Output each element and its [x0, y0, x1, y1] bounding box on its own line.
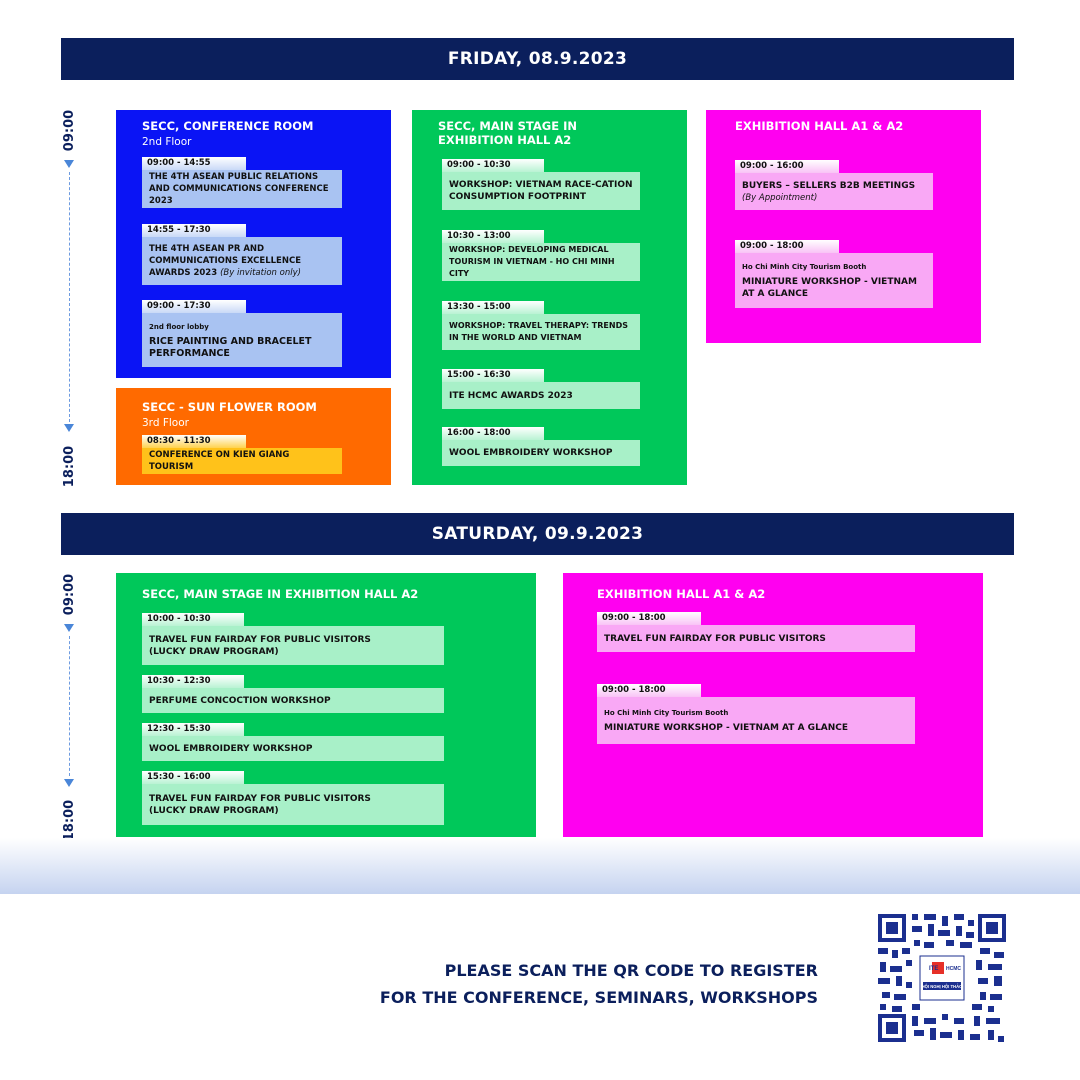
timeline-end-label: 18:00: [62, 799, 78, 841]
session-title: WORKSHOP: DEVELOPING MEDICAL TOURISM IN …: [449, 245, 615, 278]
cta-line-2: FOR THE CONFERENCE, SEMINARS, WORKSHOPS: [379, 988, 818, 1007]
session-title: WORKSHOP: TRAVEL THERAPY: TRENDS IN THE …: [449, 321, 628, 342]
qr-code-icon[interactable]: ITE HCMC HỘI NGHỊ HỘI THẢO: [876, 912, 1008, 1044]
session-location: Ho Chi Minh City Tourism Booth: [742, 263, 867, 271]
session-time: 15:00 - 16:30: [442, 369, 544, 382]
timeline-dashed-line: [69, 636, 70, 776]
session-title: CONFERENCE ON KIEN GIANG TOURISM: [149, 450, 290, 472]
session-card[interactable]: PERFUME CONCOCTION WORKSHOP: [142, 688, 444, 713]
session-card[interactable]: Ho Chi Minh City Tourism Booth MINIATURE…: [597, 697, 915, 744]
timeline-dashed-line: [69, 172, 70, 422]
session-location: 2nd floor lobby: [149, 322, 209, 331]
session-title: MINIATURE WORKSHOP - VIETNAM AT A GLANCE: [604, 723, 849, 733]
venue-exhibition-hall: EXHIBITION HALL A1 & A2 09:00 - 18:00 TR…: [563, 573, 983, 837]
day-header-saturday: SATURDAY, 09.9.2023: [61, 513, 1014, 555]
timeline-arrow-down-icon: [64, 624, 74, 632]
svg-text:HỘI NGHỊ HỘI THẢO: HỘI NGHỊ HỘI THẢO: [922, 984, 963, 989]
session-card[interactable]: WOOL EMBROIDERY WORKSHOP: [442, 440, 640, 466]
session-card[interactable]: ITE HCMC AWARDS 2023: [442, 382, 640, 409]
venue-title: SECC, MAIN STAGE IN EXHIBITION HALL A2: [142, 587, 419, 601]
timeline-arrow-down-icon: [64, 160, 74, 168]
register-cta: PLEASE SCAN THE QR CODE TO REGISTER FOR …: [380, 957, 818, 1011]
session-title-sub: (LUCKY DRAW PROGRAM): [149, 805, 279, 816]
session-time: 09:00 - 14:55: [142, 157, 246, 170]
session-time: 09:00 - 10:30: [442, 159, 544, 172]
timeline-arrow-down-icon: [64, 424, 74, 432]
venue-title: EXHIBITION HALL A1 & A2: [735, 119, 904, 133]
day-header-friday: FRIDAY, 08.9.2023: [61, 38, 1014, 80]
session-title: TRAVEL FUN FAIRDAY FOR PUBLIC VISITORS: [604, 633, 826, 644]
venue-title: SECC - SUN FLOWER ROOM: [142, 400, 317, 414]
session-time: 10:00 - 10:30: [142, 613, 244, 626]
session-time: 10:30 - 12:30: [142, 675, 244, 688]
session-card[interactable]: CONFERENCE ON KIEN GIANG TOURISM: [142, 448, 342, 474]
session-time: 13:30 - 15:00: [442, 301, 544, 314]
session-title: RICE PAINTING AND BRACELET PERFORMANCE: [149, 335, 312, 359]
venue-exhibition-hall: EXHIBITION HALL A1 & A2 09:00 - 16:00 BU…: [706, 110, 981, 343]
session-title: ITE HCMC AWARDS 2023: [449, 390, 573, 401]
session-title: TRAVEL FUN FAIRDAY FOR PUBLIC VISITORS: [149, 634, 371, 645]
session-card[interactable]: WORKSHOP: DEVELOPING MEDICAL TOURISM IN …: [442, 243, 640, 281]
session-card[interactable]: BUYERS – SELLERS B2B MEETINGS (By Appoin…: [735, 173, 933, 210]
venue-conference-room: SECC, CONFERENCE ROOM 2nd Floor 09:00 - …: [116, 110, 391, 378]
session-time: 08:30 - 11:30: [142, 435, 246, 448]
session-title: WOOL EMBROIDERY WORKSHOP: [449, 448, 613, 458]
session-title: TRAVEL FUN FAIRDAY FOR PUBLIC VISITORS: [149, 793, 371, 804]
session-card[interactable]: WORKSHOP: TRAVEL THERAPY: TRENDS IN THE …: [442, 314, 640, 350]
session-title: PERFUME CONCOCTION WORKSHOP: [149, 695, 331, 706]
session-card[interactable]: TRAVEL FUN FAIRDAY FOR PUBLIC VISITORS: [597, 625, 915, 652]
session-time: 12:30 - 15:30: [142, 723, 244, 736]
footer-gradient: [0, 838, 1080, 894]
session-time: 15:30 - 16:00: [142, 771, 244, 784]
timeline-arrow-down-icon: [64, 779, 74, 787]
timeline-day2: 09:00 18:00: [58, 572, 82, 840]
session-card[interactable]: WOOL EMBROIDERY WORKSHOP: [142, 736, 444, 761]
session-title: THE 4TH ASEAN PUBLIC RELATIONS AND COMMU…: [149, 172, 329, 206]
session-card[interactable]: WORKSHOP: VIETNAM RACE-CATION CONSUMPTIO…: [442, 172, 640, 210]
session-card[interactable]: THE 4TH ASEAN PR AND COMMUNICATIONS EXCE…: [142, 237, 342, 285]
venue-title: SECC, CONFERENCE ROOM: [142, 119, 314, 133]
session-card[interactable]: THE 4TH ASEAN PUBLIC RELATIONS AND COMMU…: [142, 170, 342, 208]
session-time: 09:00 - 18:00: [597, 684, 701, 697]
session-time: 09:00 - 18:00: [597, 612, 701, 625]
session-title: WORKSHOP: VIETNAM RACE-CATION CONSUMPTIO…: [449, 180, 633, 202]
session-time: 10:30 - 13:00: [442, 230, 544, 243]
session-note: (By Appointment): [742, 192, 818, 203]
venue-sun-flower-room: SECC - SUN FLOWER ROOM 3rd Floor 08:30 -…: [116, 388, 391, 485]
session-location: Ho Chi Minh City Tourism Booth: [604, 709, 729, 717]
venue-main-stage: SECC, MAIN STAGE IN EXHIBITION HALL A2 1…: [116, 573, 536, 837]
session-time: 14:55 - 17:30: [142, 224, 246, 237]
venue-title: EXHIBITION HALL A1 & A2: [597, 587, 766, 601]
timeline-start-label: 09:00: [62, 573, 78, 615]
session-title: BUYERS – SELLERS B2B MEETINGS: [742, 180, 916, 191]
session-title: WOOL EMBROIDERY WORKSHOP: [149, 743, 313, 754]
session-time: 09:00 - 17:30: [142, 300, 246, 313]
svg-text:HCMC: HCMC: [946, 966, 961, 972]
venue-title: SECC, MAIN STAGE IN EXHIBITION HALL A2: [438, 119, 577, 147]
timeline-start-label: 09:00: [62, 109, 78, 151]
session-time: 16:00 - 18:00: [442, 427, 544, 440]
session-time: 09:00 - 16:00: [735, 160, 839, 173]
venue-main-stage: SECC, MAIN STAGE IN EXHIBITION HALL A2 0…: [412, 110, 687, 485]
session-title: MINIATURE WORKSHOP - VIETNAM AT A GLANCE: [742, 277, 917, 299]
session-card[interactable]: TRAVEL FUN FAIRDAY FOR PUBLIC VISITORS (…: [142, 784, 444, 825]
session-card[interactable]: Ho Chi Minh City Tourism Booth MINIATURE…: [735, 253, 933, 308]
session-note: (By invitation only): [220, 268, 301, 278]
cta-line-1: PLEASE SCAN THE QR CODE TO REGISTER: [444, 961, 818, 980]
session-time: 09:00 - 18:00: [735, 240, 839, 253]
session-card[interactable]: TRAVEL FUN FAIRDAY FOR PUBLIC VISITORS (…: [142, 626, 444, 665]
session-title: THE 4TH ASEAN PR AND COMMUNICATIONS EXCE…: [149, 244, 301, 278]
timeline-day1: 09:00 18:00: [58, 108, 82, 488]
session-card[interactable]: 2nd floor lobby RICE PAINTING AND BRACEL…: [142, 313, 342, 367]
timeline-end-label: 18:00: [62, 445, 78, 487]
venue-subtitle: 2nd Floor: [142, 136, 192, 148]
venue-subtitle: 3rd Floor: [142, 417, 189, 429]
svg-text:ITE: ITE: [929, 966, 938, 972]
session-title-sub: (LUCKY DRAW PROGRAM): [149, 646, 279, 657]
